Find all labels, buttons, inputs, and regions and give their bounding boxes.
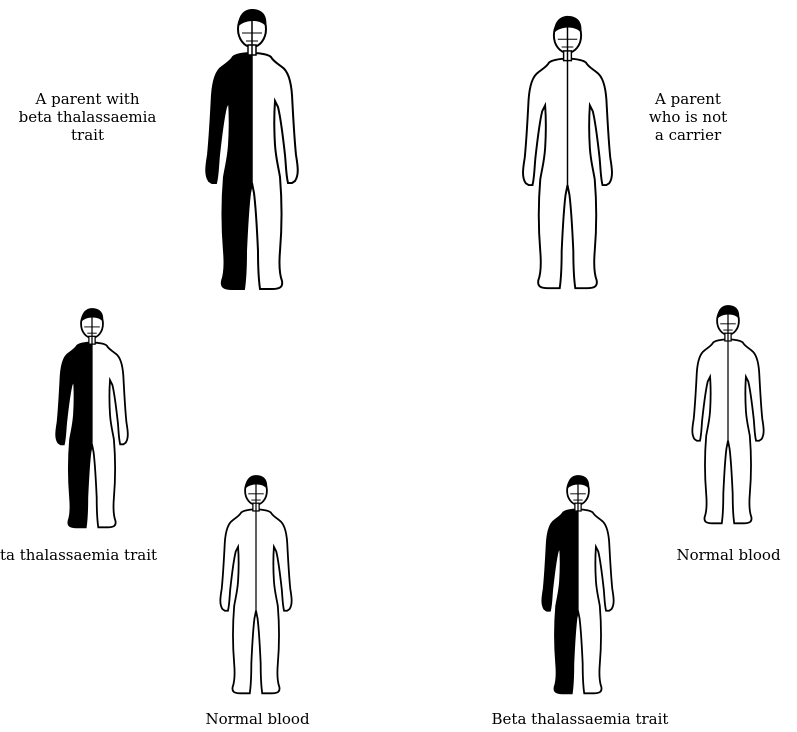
parent-left-label: A parent with beta thalassaemia trait: [0, 90, 175, 144]
child-2-normal-figure: [213, 472, 299, 698]
child-3-label: Beta thalassaemia trait: [465, 710, 695, 728]
child-2-label: Normal blood: [190, 710, 325, 728]
child-4-label: Normal blood: [660, 546, 797, 564]
parent-carrier-figure: [197, 5, 307, 295]
parent-right-label: A parent who is not a carrier: [618, 90, 758, 144]
child-1-label: ta thalassaemia trait: [0, 546, 157, 564]
child-3-carrier-figure: [535, 472, 621, 698]
child-1-carrier-figure: [48, 305, 136, 532]
child-4-normal-figure: [685, 302, 771, 528]
parent-noncarrier-figure: [515, 12, 620, 294]
